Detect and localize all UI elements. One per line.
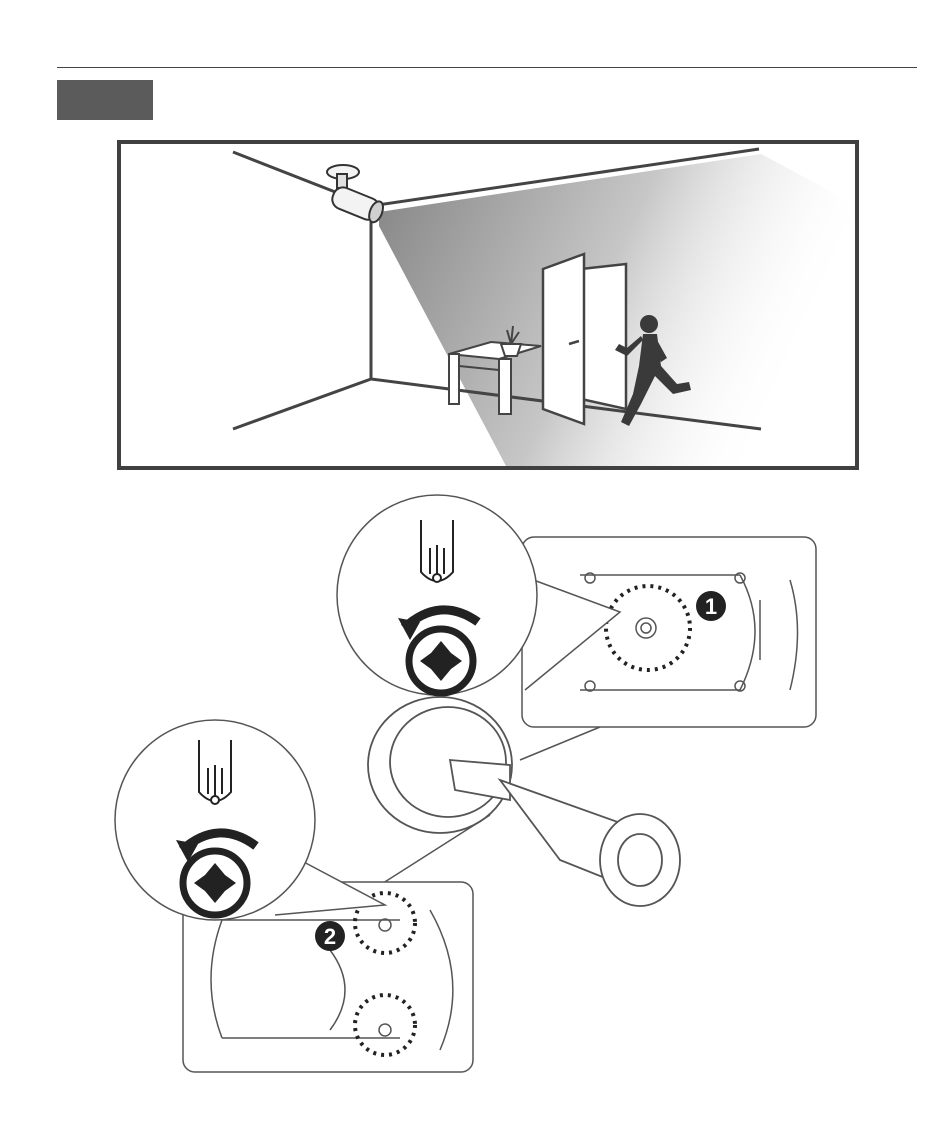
section-tab [57,80,153,120]
torx-screwdriver-icon [199,740,231,804]
torx-bit-icon [183,851,247,915]
dome-camera-icon [327,165,386,224]
torx-bit-icon [409,629,473,693]
room-scene-illustration [121,144,855,466]
callout-label-2: 2 [324,924,336,949]
lower-magnifier-bubble [115,720,385,920]
installation-detail-illustration: 1 [0,490,950,1090]
numbered-callout-1: 1 [696,591,726,621]
numbered-callout-2: 2 [315,921,345,951]
bullet-camera-icon [368,697,680,906]
door-icon [543,254,626,424]
torx-screwdriver-icon [421,520,453,582]
callout-label-1: 1 [705,594,717,619]
top-rule [57,67,917,68]
room-scene-panel [117,140,859,470]
